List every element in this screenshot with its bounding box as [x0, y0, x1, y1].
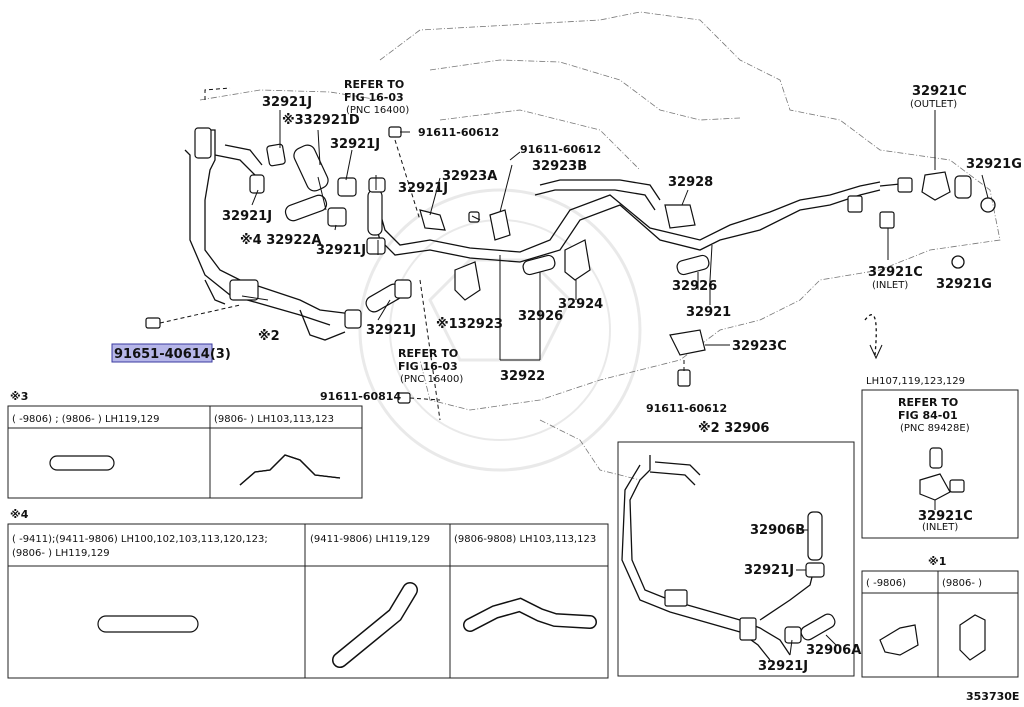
label-32906[interactable]: ※2 32906: [698, 421, 769, 436]
hoses-clamps: [249, 143, 710, 329]
label-32922a[interactable]: ※4 32922A: [240, 233, 322, 248]
figure-id: 353730E: [966, 690, 1019, 703]
label-32921-right[interactable]: 32921: [686, 305, 731, 320]
refer-b-line1: REFER TO: [398, 347, 458, 360]
refer-c-line1: REFER TO: [898, 396, 958, 409]
label-32921j-2[interactable]: 32921J: [330, 137, 380, 152]
label-32921j-1[interactable]: 32921J: [262, 95, 312, 110]
inset-32906: [617, 441, 855, 677]
label-32921j-6[interactable]: 32921J: [366, 323, 416, 338]
label-32921c-inlet2[interactable]: 32921C: [918, 509, 973, 524]
note4-header-3: (9806-9808) LH103,113,123: [454, 534, 596, 545]
lh-models: LH107,119,123,129: [866, 376, 965, 387]
note1-header-1: ( -9806): [866, 578, 906, 589]
label-32921j-8[interactable]: 32921J: [758, 659, 808, 674]
inset-lh-models: [861, 389, 1019, 539]
note3-mark: ※3: [10, 390, 28, 403]
label-outlet: (OUTLET): [910, 99, 957, 110]
refer-a-line3: (PNC 16400): [346, 105, 409, 116]
label-32923[interactable]: ※132923: [436, 317, 503, 332]
part-labels: 32921C (OUTLET) 32921G 32921G 32921C (IN…: [10, 78, 1022, 703]
label-32926-center[interactable]: 32926: [518, 309, 563, 324]
label-inlet: (INLET): [872, 280, 908, 291]
label-32921j-7[interactable]: 32921J: [744, 563, 794, 578]
label-32921j-4[interactable]: 32921J: [222, 209, 272, 224]
highlight-box: [111, 343, 213, 363]
leader-lines: [241, 110, 989, 361]
label-32923b[interactable]: 32923B: [532, 159, 587, 174]
label-32921c-inlet[interactable]: 32921C: [868, 265, 923, 280]
note1-inset: [861, 570, 1019, 678]
note3-inset: [7, 405, 363, 499]
label-32921d[interactable]: ※332921D: [282, 113, 360, 128]
note4-header-2: (9411-9806) LH119,129: [310, 534, 430, 545]
engine-outline: [199, 11, 1001, 481]
label-32906b[interactable]: 32906B: [750, 523, 805, 538]
note4-header-1a: ( -9411);(9411-9806) LH100,102,103,113,1…: [12, 534, 268, 545]
note1-mark: ※1: [928, 555, 946, 568]
refer-a-line1: REFER TO: [344, 78, 404, 91]
note1-header-2: (9806- ): [942, 578, 982, 589]
label-91611-60612-b[interactable]: 91611-60612: [520, 143, 601, 156]
label-32922[interactable]: 32922: [500, 369, 545, 384]
refer-a-line2: FIG 16-03: [344, 91, 404, 104]
brackets: [419, 204, 706, 356]
refer-c-line3: (PNC 89428E): [900, 423, 970, 434]
refer-b-line2: FIG 16-03: [398, 360, 458, 373]
note3-header-1: ( -9806) ; (9806- ) LH119,129: [12, 414, 159, 425]
label-91611-60814[interactable]: 91611-60814: [320, 390, 401, 403]
label-32928[interactable]: 32928: [668, 175, 713, 190]
refer-b-line3: (PNC 16400): [400, 374, 463, 385]
label-inlet2: (INLET): [922, 522, 958, 533]
label-32924[interactable]: 32924: [558, 297, 603, 312]
main-pipe-assembly: [184, 87, 361, 341]
label-32926-right[interactable]: 32926: [672, 279, 717, 294]
label-32921g-b[interactable]: 32921G: [936, 277, 992, 292]
label-32923c[interactable]: 32923C: [732, 339, 787, 354]
bolts: [145, 126, 691, 421]
label-32921g-a[interactable]: 32921G: [966, 157, 1022, 172]
pipe-routing-middle: [369, 179, 881, 263]
label-32921c-outlet[interactable]: 32921C: [912, 84, 967, 99]
note4-mark: ※4: [10, 508, 29, 521]
label-91611-60612-c[interactable]: 91611-60612: [646, 402, 727, 415]
label-note2-pipe: ※2: [258, 329, 280, 344]
note4-inset: [7, 523, 609, 679]
connectors-right: [847, 171, 996, 360]
label-32921j-5[interactable]: 32921J: [316, 243, 366, 258]
note4-header-1b: (9806- ) LH119,129: [12, 548, 110, 559]
label-32921j-3[interactable]: 32921J: [398, 181, 448, 196]
label-91651-40614[interactable]: 91651-40614(3): [114, 347, 231, 362]
note3-header-2: (9806- ) LH103,113,123: [214, 414, 334, 425]
refer-c-line2: FIG 84-01: [898, 409, 958, 422]
label-32906a[interactable]: 32906A: [806, 643, 861, 658]
label-32923a[interactable]: 32923A: [442, 169, 497, 184]
label-91611-60612-a[interactable]: 91611-60612: [418, 126, 499, 139]
